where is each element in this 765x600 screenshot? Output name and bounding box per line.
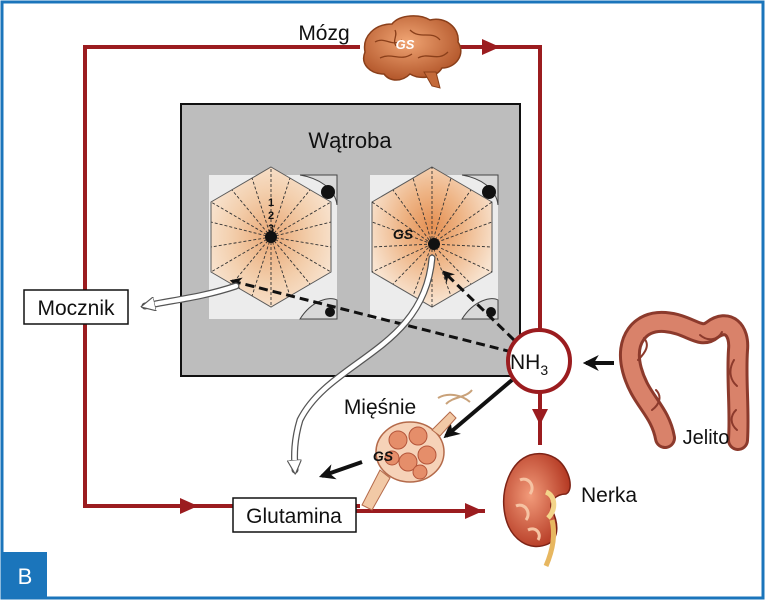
gs-muscle-label: GS xyxy=(373,448,394,464)
arrowhead-down xyxy=(532,409,548,425)
kidney-icon xyxy=(503,452,571,567)
liver-lobule-perivenous: GS xyxy=(370,166,499,320)
ammonia-label-base: NH xyxy=(510,351,540,374)
arrowhead-kidney xyxy=(465,503,483,519)
gs-brain-label: GS xyxy=(396,37,415,52)
ammonia-label: NH3 xyxy=(510,351,548,378)
zone-label-2: 2 xyxy=(268,210,274,222)
kidney-label: Nerka xyxy=(581,484,637,507)
intestine-icon xyxy=(618,310,750,451)
glutamine-production-arrow xyxy=(295,254,436,470)
urea-arrow xyxy=(145,282,240,306)
brain-icon: GS xyxy=(363,15,462,89)
circulation-left xyxy=(83,45,360,508)
ammonia-node xyxy=(506,328,572,394)
intestine-label: Jelito xyxy=(683,427,730,449)
circulation-arrowheads xyxy=(180,39,548,519)
glutamine-box xyxy=(232,497,357,533)
arrow-muscle-to-glutamine xyxy=(318,460,363,480)
urea-box xyxy=(23,289,129,325)
ammonia-to-liver-arrows xyxy=(229,270,516,354)
zone-label-3: 3 xyxy=(268,223,274,235)
liver-label: Wątroba xyxy=(308,128,392,153)
arrowhead-glutamine xyxy=(180,498,198,514)
arrow-nh3-to-lobule-2 xyxy=(442,270,516,342)
muscles-label: Mięśnie xyxy=(344,396,416,419)
panel-letter: B xyxy=(18,564,33,589)
muscle-icon: GS xyxy=(361,389,473,511)
urea-label: Mocznik xyxy=(37,297,115,320)
circulation-right-top xyxy=(450,45,542,330)
gs-liver-label: GS xyxy=(393,226,414,242)
arrow-nh3-to-lobule-1 xyxy=(229,277,513,354)
ammonia-label-subscript: 3 xyxy=(540,362,548,378)
brain-label: Mózg xyxy=(298,22,349,45)
zone-label-1: 1 xyxy=(268,197,274,209)
arrow-nh3-to-muscle xyxy=(443,378,514,439)
panel-badge xyxy=(3,552,47,597)
glutamine-label: Glutamina xyxy=(246,505,342,528)
liver-lobule-periportal: 1 2 3 xyxy=(209,166,338,320)
arrowhead-brain xyxy=(482,39,500,55)
